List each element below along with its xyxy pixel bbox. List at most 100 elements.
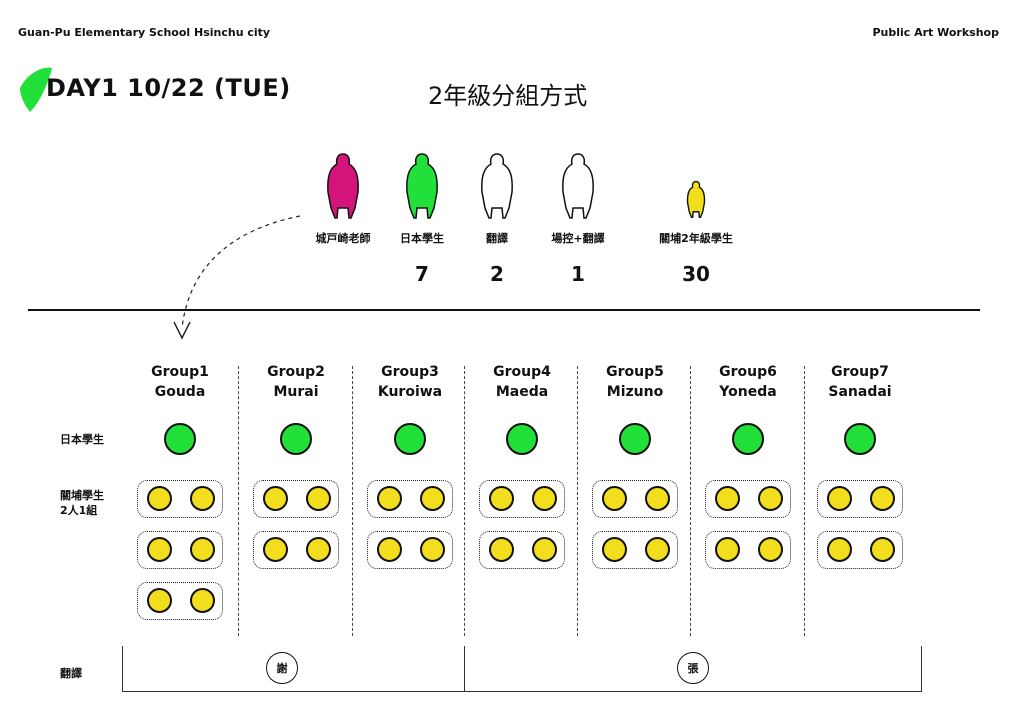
student-pair bbox=[592, 531, 678, 569]
guanpu-student-marker bbox=[827, 537, 852, 562]
guanpu-student-marker bbox=[377, 537, 402, 562]
legend-label-coordinator: 場控+翻譯 bbox=[551, 232, 605, 245]
row-label-guanpu-line2: 2人1組 bbox=[60, 504, 98, 517]
legend-label-guanpu: 關埔2年級學生 bbox=[659, 232, 733, 245]
group-name: Group2 bbox=[267, 364, 325, 380]
japanese-student-marker bbox=[506, 423, 538, 455]
row-label-translator: 翻譯 bbox=[60, 667, 82, 680]
group-name: Group3 bbox=[381, 364, 439, 380]
count-translator: 2 bbox=[490, 262, 504, 286]
guanpu-student-marker bbox=[147, 537, 172, 562]
group-leader: Gouda bbox=[154, 384, 206, 400]
group-leader: Kuroiwa bbox=[377, 384, 443, 400]
guanpu-student-marker bbox=[306, 537, 331, 562]
japanese-student-marker bbox=[732, 423, 764, 455]
count-japanese: 7 bbox=[415, 262, 429, 286]
guanpu-student-marker bbox=[870, 486, 895, 511]
school-name: Guan-Pu Elementary School Hsinchu city bbox=[18, 26, 271, 39]
teacher-figure-icon bbox=[327, 153, 359, 219]
guanpu-student-marker bbox=[263, 537, 288, 562]
guanpu-student-marker bbox=[190, 486, 215, 511]
guanpu-student-marker bbox=[715, 537, 740, 562]
guanpu-student-marker bbox=[602, 537, 627, 562]
guanpu-student-marker bbox=[532, 537, 557, 562]
guanpu-student-marker bbox=[147, 588, 172, 613]
guanpu-student-marker bbox=[489, 537, 514, 562]
japanese-student-marker bbox=[280, 423, 312, 455]
group-separator bbox=[577, 366, 578, 636]
guanpu-student-marker bbox=[420, 486, 445, 511]
guanpu-student-marker bbox=[147, 486, 172, 511]
student-pair bbox=[479, 531, 565, 569]
group-separator bbox=[352, 366, 353, 636]
japanese-student-figure-icon bbox=[406, 153, 438, 219]
group-separator bbox=[238, 366, 239, 636]
legend-label-japanese: 日本學生 bbox=[400, 232, 444, 245]
group-leader: Yoneda bbox=[719, 384, 777, 400]
translator-badge-1: 謝 bbox=[266, 652, 298, 684]
count-coordinator: 1 bbox=[571, 262, 585, 286]
student-pair bbox=[367, 480, 453, 518]
count-guanpu: 30 bbox=[682, 262, 710, 286]
guanpu-student-marker bbox=[263, 486, 288, 511]
group-name: Group7 bbox=[831, 364, 889, 380]
group-separator bbox=[464, 366, 465, 636]
student-pair bbox=[137, 531, 223, 569]
guanpu-student-marker bbox=[532, 486, 557, 511]
dashed-arrow-icon bbox=[173, 215, 301, 340]
student-pair bbox=[817, 480, 903, 518]
group-leader: Murai bbox=[273, 384, 319, 400]
group-leader: Maeda bbox=[495, 384, 549, 400]
group-name: Group5 bbox=[606, 364, 664, 380]
group-separator bbox=[804, 366, 805, 636]
guanpu-student-figure-icon bbox=[686, 180, 706, 219]
student-pair bbox=[137, 582, 223, 620]
guanpu-student-marker bbox=[306, 486, 331, 511]
group-separator bbox=[690, 366, 691, 636]
guanpu-student-marker bbox=[758, 537, 783, 562]
guanpu-student-marker bbox=[715, 486, 740, 511]
guanpu-student-marker bbox=[827, 486, 852, 511]
leaf-icon bbox=[20, 67, 52, 112]
student-pair bbox=[367, 531, 453, 569]
translator-figure-icon bbox=[481, 153, 513, 219]
group-name: Group4 bbox=[493, 364, 551, 380]
translator-badge-2: 張 bbox=[677, 652, 709, 684]
row-label-japanese: 日本學生 bbox=[60, 433, 104, 446]
student-pair bbox=[479, 480, 565, 518]
group-name: Group6 bbox=[719, 364, 777, 380]
page-subtitle: 2年級分組方式 bbox=[428, 82, 588, 110]
guanpu-student-marker bbox=[190, 588, 215, 613]
page-title: DAY1 10/22 (TUE) bbox=[46, 74, 291, 102]
divider-line bbox=[28, 309, 980, 311]
student-pair bbox=[253, 531, 339, 569]
row-label-guanpu: 關埔學生 2人1組 bbox=[60, 488, 104, 518]
japanese-student-marker bbox=[844, 423, 876, 455]
row-label-guanpu-line1: 關埔學生 bbox=[60, 489, 104, 502]
translator-bracket-2 bbox=[464, 646, 922, 692]
guanpu-student-marker bbox=[420, 537, 445, 562]
student-pair bbox=[137, 480, 223, 518]
guanpu-student-marker bbox=[645, 486, 670, 511]
legend-label-translator: 翻譯 bbox=[486, 232, 508, 245]
student-pair bbox=[253, 480, 339, 518]
group-leader: Sanadai bbox=[828, 384, 892, 400]
japanese-student-marker bbox=[394, 423, 426, 455]
guanpu-student-marker bbox=[190, 537, 215, 562]
legend-label-teacher: 城戸崎老師 bbox=[315, 232, 371, 245]
workshop-name: Public Art Workshop bbox=[872, 26, 999, 39]
guanpu-student-marker bbox=[377, 486, 402, 511]
guanpu-student-marker bbox=[758, 486, 783, 511]
group-leader: Mizuno bbox=[606, 384, 664, 400]
student-pair bbox=[592, 480, 678, 518]
guanpu-student-marker bbox=[870, 537, 895, 562]
coordinator-figure-icon bbox=[562, 153, 594, 219]
guanpu-student-marker bbox=[645, 537, 670, 562]
student-pair bbox=[705, 531, 791, 569]
student-pair bbox=[817, 531, 903, 569]
group-name: Group1 bbox=[151, 364, 209, 380]
